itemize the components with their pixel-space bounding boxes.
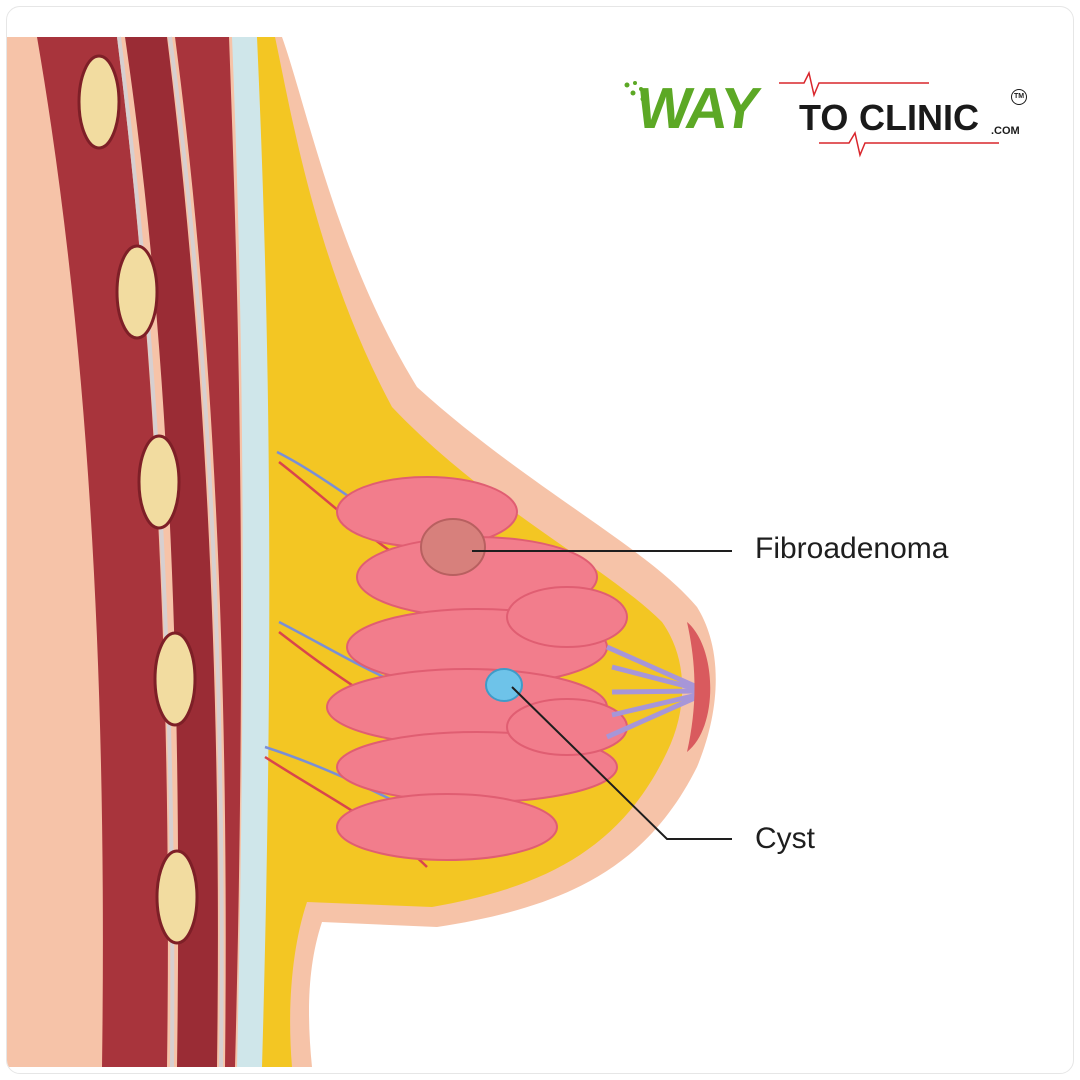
ecg-line-icon (624, 70, 999, 158)
logo-wordmark-clinic: CLINIC (859, 97, 979, 138)
label-fibroadenoma: Fibroadenoma (755, 532, 949, 565)
diagram-frame: Fibroadenoma Cyst WAY TO CLINIC .COM TM (6, 6, 1074, 1074)
cyst-mass (485, 668, 523, 702)
trademark-icon: TM (1011, 89, 1027, 105)
logo-suffix-com: .COM (991, 125, 1020, 137)
breast-cross-section-illustration (7, 36, 732, 1068)
fibroadenoma-mass (420, 518, 486, 576)
way-to-clinic-logo: WAY TO CLINIC .COM TM (619, 65, 1039, 165)
ribs (77, 54, 199, 945)
chest-muscle-middle (125, 37, 218, 1067)
milk-ducts (605, 644, 699, 740)
nipple (687, 622, 711, 752)
label-cyst: Cyst (755, 822, 815, 855)
fascia-layer (232, 37, 270, 1067)
logo-wordmark-to: TO (799, 97, 849, 138)
logo-wordmark-way: WAY (632, 76, 763, 141)
chest-muscle-inner (175, 37, 242, 1067)
cyst-leader-line (511, 686, 732, 840)
